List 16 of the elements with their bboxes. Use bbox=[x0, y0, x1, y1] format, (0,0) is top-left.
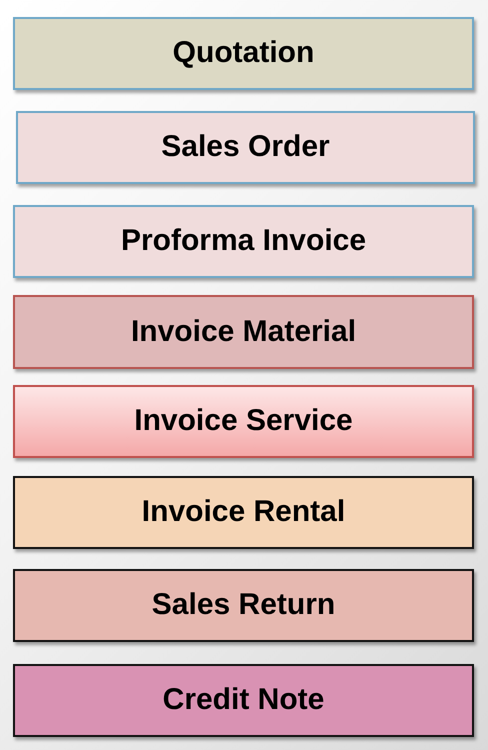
process-box bbox=[16, 111, 475, 184]
box-label: Sales Return bbox=[152, 588, 336, 623]
process-box bbox=[13, 569, 474, 642]
process-box bbox=[13, 295, 474, 369]
box-label: Sales Order bbox=[161, 130, 330, 165]
process-box bbox=[13, 664, 474, 737]
box-label: Credit Note bbox=[162, 683, 324, 718]
box-label: Invoice Service bbox=[134, 404, 353, 439]
process-box bbox=[13, 476, 474, 549]
process-box bbox=[13, 17, 474, 90]
process-box bbox=[13, 385, 474, 458]
process-box bbox=[13, 205, 474, 278]
box-label: Invoice Rental bbox=[142, 495, 346, 530]
box-label: Invoice Material bbox=[130, 314, 356, 350]
box-label: Proforma Invoice bbox=[120, 224, 366, 259]
box-label: Quotation bbox=[172, 36, 314, 71]
